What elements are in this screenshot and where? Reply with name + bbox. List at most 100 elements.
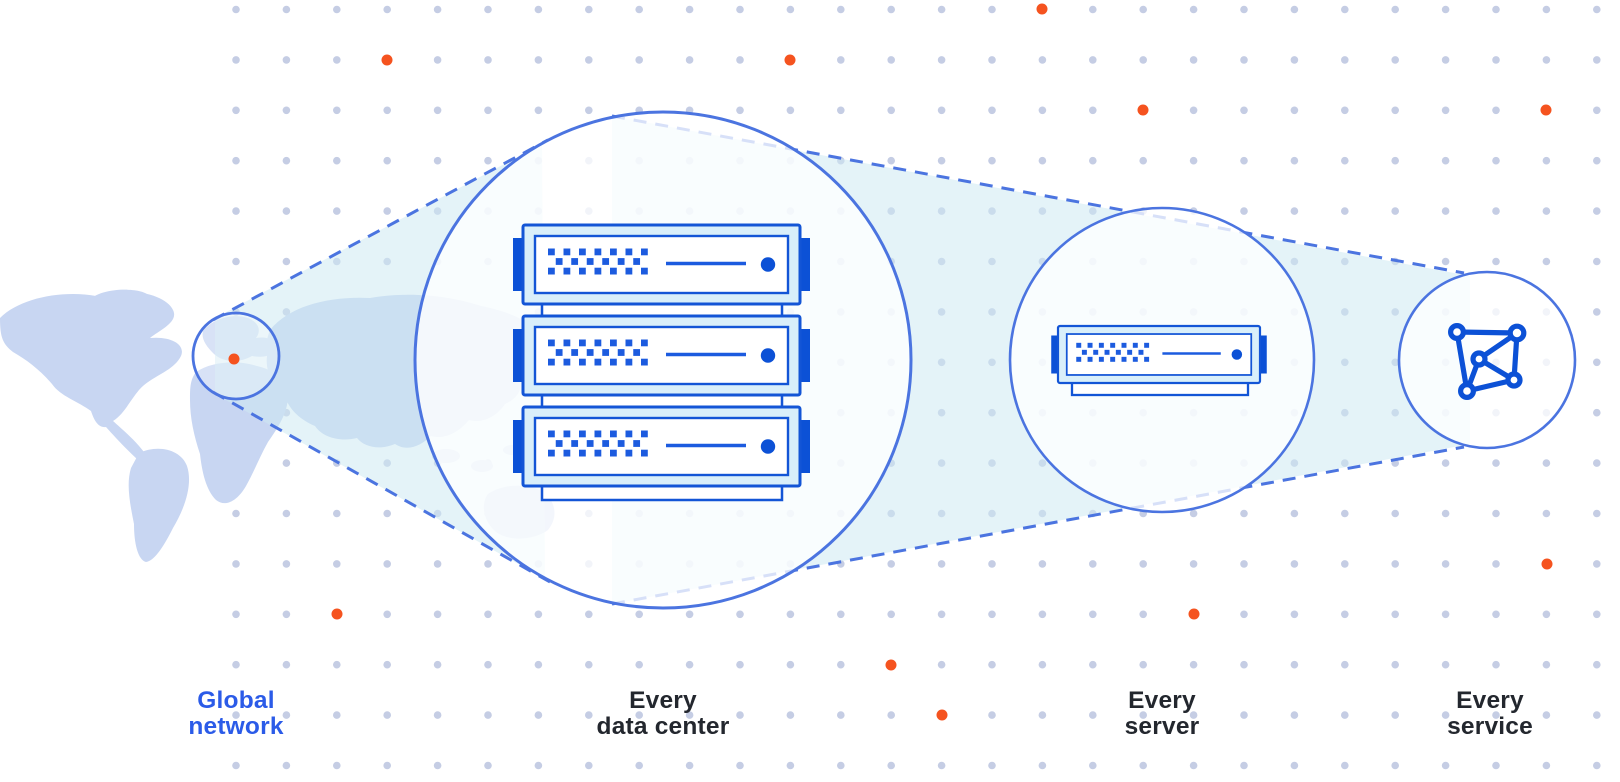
grid-dot bbox=[685, 711, 694, 719]
grid-dot bbox=[232, 509, 240, 518]
grid-dot bbox=[1492, 459, 1500, 467]
server-vent bbox=[594, 449, 602, 457]
accent-dot bbox=[1137, 104, 1149, 116]
grid-dot bbox=[232, 761, 240, 770]
grid-dot bbox=[282, 5, 291, 14]
grid-dot bbox=[1593, 660, 1601, 669]
grid-dot bbox=[1391, 509, 1399, 518]
grid-dot bbox=[1492, 5, 1500, 14]
grid-dot bbox=[937, 5, 946, 14]
server-vent bbox=[1081, 349, 1087, 355]
grid-dot bbox=[433, 711, 442, 719]
grid-dot bbox=[383, 761, 392, 770]
grid-dot bbox=[585, 5, 593, 14]
grid-dot bbox=[1089, 156, 1097, 165]
grid-dot bbox=[937, 660, 946, 669]
grid-dot bbox=[1441, 5, 1450, 14]
grid-dot bbox=[988, 610, 996, 619]
grid-dot bbox=[1341, 761, 1349, 770]
server-vent bbox=[594, 267, 602, 275]
grid-dot bbox=[1593, 106, 1601, 115]
grid-dot bbox=[1341, 5, 1349, 14]
grid-dot bbox=[1089, 560, 1097, 568]
grid-dot bbox=[383, 5, 392, 14]
grid-dot bbox=[786, 5, 795, 14]
grid-dot bbox=[837, 711, 845, 719]
grid-dot bbox=[1593, 156, 1601, 165]
grid-dot bbox=[837, 660, 845, 669]
grid-dot bbox=[887, 56, 895, 64]
grid-dot bbox=[333, 5, 341, 14]
grid-dot bbox=[1492, 610, 1500, 619]
server-vent bbox=[563, 267, 571, 275]
grid-dot bbox=[1441, 610, 1450, 619]
grid-dot bbox=[1038, 660, 1047, 669]
server-vent bbox=[548, 430, 555, 438]
grid-dot bbox=[1038, 56, 1047, 64]
grid-dot bbox=[988, 106, 996, 115]
grid-dot bbox=[1341, 660, 1349, 669]
stage-label-global-network: Global network bbox=[188, 687, 284, 740]
server-vent bbox=[641, 449, 648, 457]
server-vent bbox=[1121, 356, 1127, 362]
grid-dot bbox=[1492, 509, 1500, 518]
grid-dot bbox=[1290, 660, 1299, 669]
grid-dot bbox=[1240, 761, 1248, 770]
grid-dot bbox=[736, 56, 744, 64]
mesh-node bbox=[1507, 323, 1527, 343]
continent-north-america bbox=[0, 291, 182, 467]
grid-dot bbox=[1189, 156, 1198, 165]
server-vent bbox=[1104, 349, 1110, 355]
grid-dot bbox=[685, 5, 694, 14]
server-vent bbox=[555, 258, 563, 265]
grid-dot bbox=[282, 56, 291, 64]
server-vent bbox=[610, 358, 617, 366]
grid-dot bbox=[534, 761, 543, 770]
grid-dot bbox=[1189, 711, 1198, 719]
server-vent bbox=[1110, 342, 1116, 348]
grid-dot bbox=[786, 610, 795, 619]
grid-dot bbox=[1441, 56, 1450, 64]
grid-dot bbox=[1189, 106, 1198, 115]
server-vent bbox=[594, 248, 602, 256]
server-vent bbox=[625, 430, 633, 438]
mesh-edge bbox=[1454, 329, 1470, 394]
server-vent bbox=[641, 267, 648, 275]
grid-dot bbox=[837, 610, 845, 619]
stage-label-every-server: Every server bbox=[1124, 687, 1200, 740]
accent-dot bbox=[1540, 104, 1552, 116]
grid-dot bbox=[232, 711, 240, 719]
grid-dot bbox=[837, 56, 845, 64]
grid-dot bbox=[585, 761, 593, 770]
grid-dot bbox=[1441, 509, 1450, 518]
server-vent bbox=[563, 358, 571, 366]
server-vent bbox=[563, 449, 571, 457]
grid-dot bbox=[433, 5, 442, 14]
grid-dot bbox=[1593, 308, 1601, 316]
grid-dot bbox=[1542, 5, 1551, 14]
server-vent bbox=[633, 258, 641, 265]
grid-dot bbox=[1492, 207, 1500, 215]
dashed-line-upper-left bbox=[212, 138, 549, 322]
grid-dot bbox=[1391, 207, 1399, 215]
grid-dot bbox=[988, 56, 996, 64]
grid-dot bbox=[282, 509, 291, 518]
grid-dot bbox=[1441, 560, 1450, 568]
grid-dot bbox=[1593, 459, 1601, 467]
server-vent bbox=[1144, 342, 1150, 348]
grid-dot bbox=[333, 207, 341, 215]
grid-dot bbox=[232, 56, 240, 64]
grid-dot bbox=[1139, 5, 1147, 14]
grid-dot bbox=[837, 5, 845, 14]
grid-dot bbox=[988, 761, 996, 770]
grid-dot bbox=[1290, 560, 1299, 568]
grid-dot bbox=[1542, 156, 1551, 165]
server-vent bbox=[625, 449, 633, 457]
grid-dot bbox=[534, 610, 543, 619]
grid-dot bbox=[837, 106, 845, 115]
grid-dot bbox=[1593, 207, 1601, 215]
grid-dot bbox=[383, 610, 392, 619]
grid-dot bbox=[1593, 358, 1601, 367]
grid-dot bbox=[1441, 257, 1450, 266]
